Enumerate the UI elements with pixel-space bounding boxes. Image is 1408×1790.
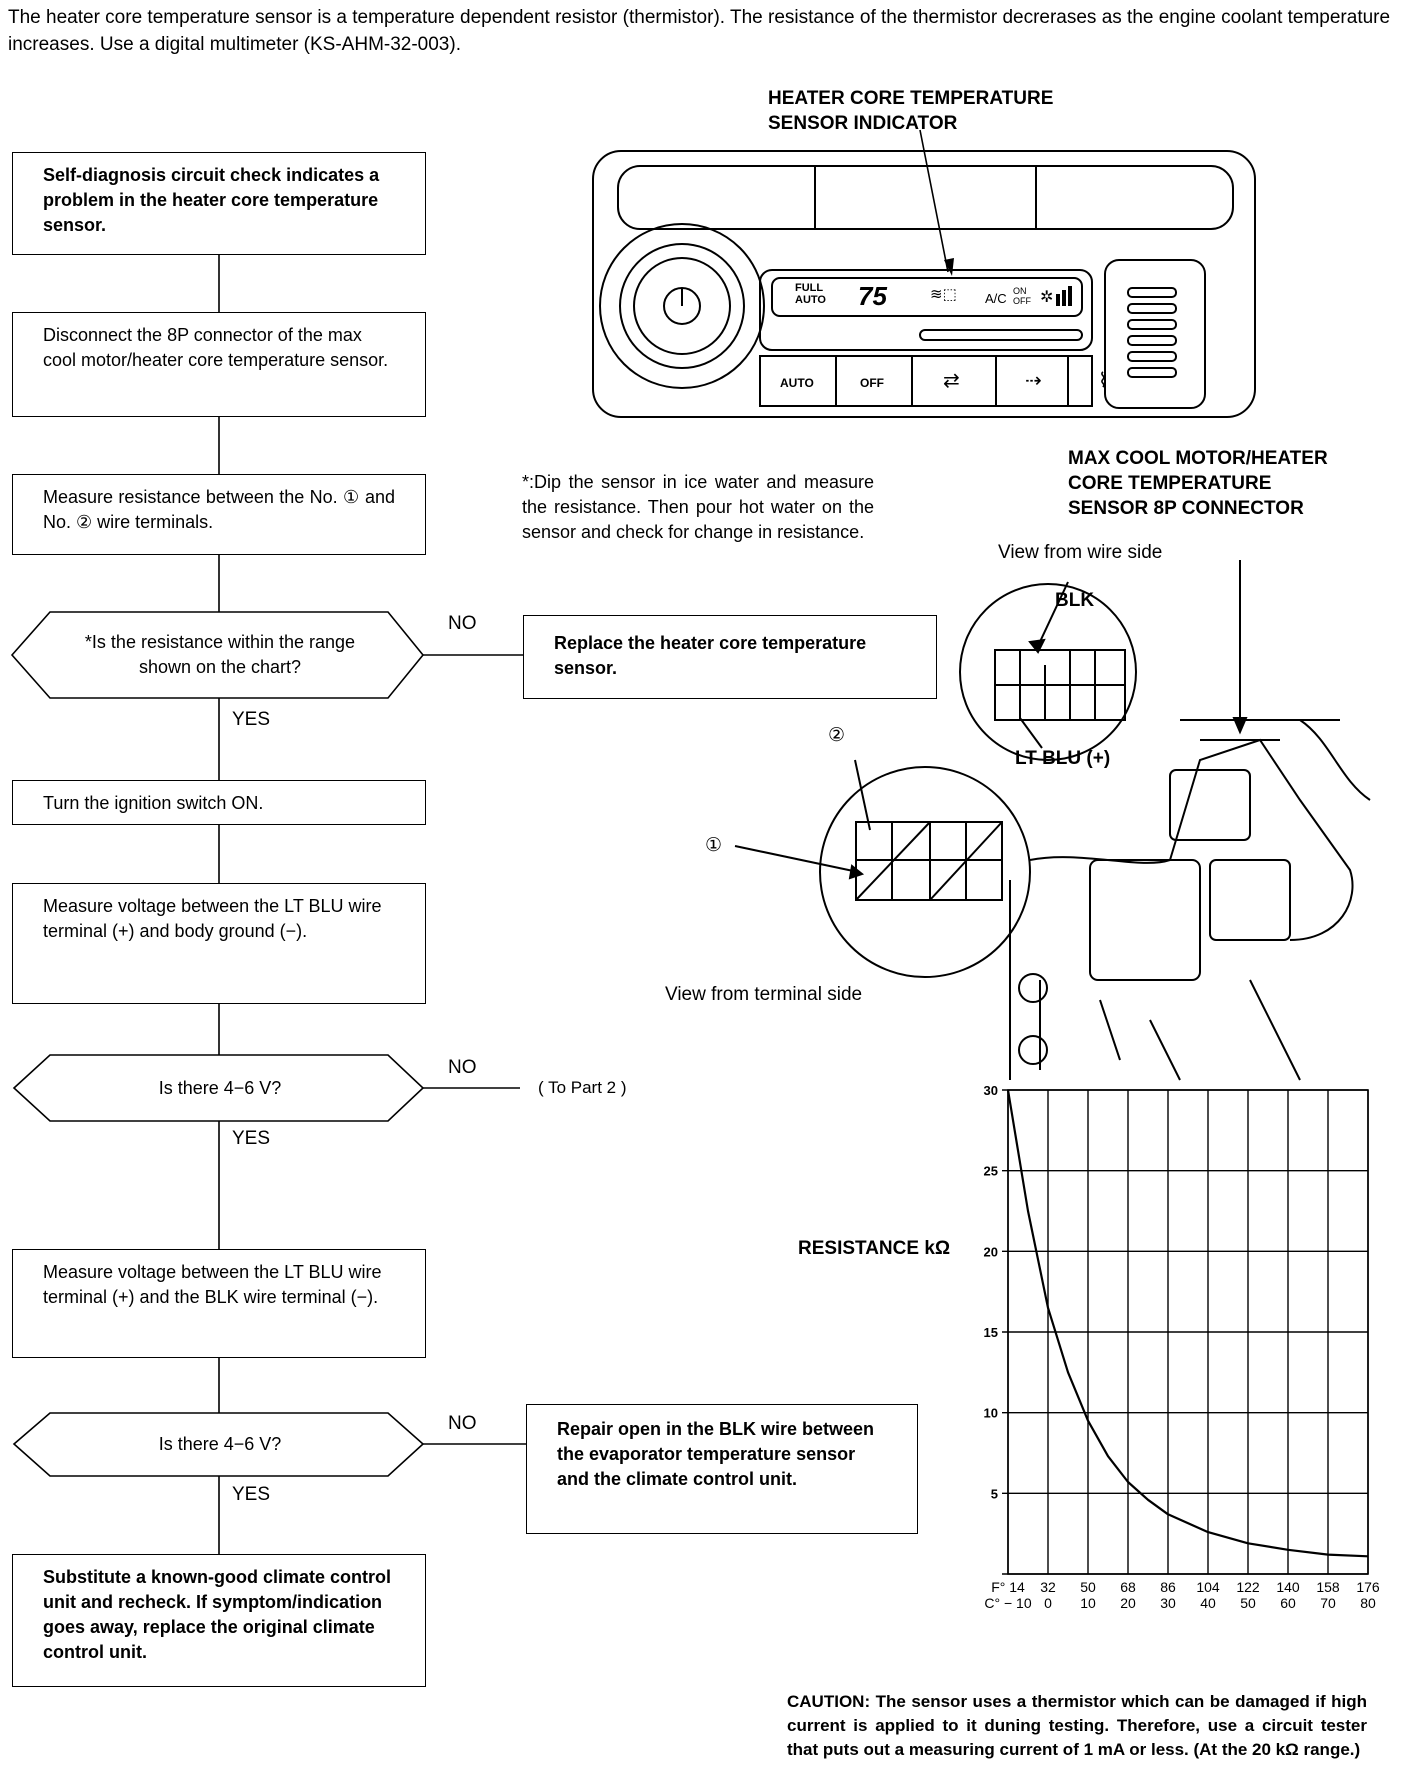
x-tick-label-f: F° 14: [991, 1579, 1025, 1595]
decision-resistance: *Is the resistance within the range show…: [84, 632, 356, 677]
x-tick-label-f: 140: [1276, 1579, 1300, 1595]
no-label-3: NO: [448, 1413, 477, 1434]
no-label-1: NO: [448, 613, 477, 634]
step-substitute-unit: Substitute a known-good climate control …: [12, 1554, 426, 1687]
y-tick-label: 25: [984, 1164, 998, 1179]
x-tick-label-c: 70: [1320, 1595, 1336, 1611]
x-tick-label-c: 50: [1240, 1595, 1256, 1611]
x-tick-label-c: 80: [1360, 1595, 1376, 1611]
caution-text: CAUTION: The sensor uses a thermistor wh…: [787, 1692, 1367, 1759]
y-tick-label: 10: [984, 1406, 998, 1421]
y-tick-label: 5: [991, 1486, 998, 1501]
heater-indicator-icon: ≋⬚: [930, 286, 957, 303]
x-tick-label-c: 60: [1280, 1595, 1296, 1611]
chart-ylabel: RESISTANCE kΩ: [798, 1238, 951, 1259]
indicator-title: HEATER CORE TEMPERATURE SENSOR INDICATOR: [768, 88, 1054, 134]
x-tick-label-f: 86: [1160, 1579, 1176, 1595]
yes-label-3: YES: [232, 1484, 271, 1505]
y-tick-label: 30: [984, 1083, 998, 1098]
x-tick-label-f: 32: [1040, 1579, 1056, 1595]
result-replace-sensor: Replace the heater core temperature sens…: [523, 615, 937, 699]
resistance-chart: 30 25 20 15 10 5 F° 14 32 50 68 86 104 122 140 158 176C…: [984, 1083, 1380, 1611]
x-tick-label-f: 122: [1236, 1579, 1260, 1595]
no-label-2: NO: [448, 1057, 477, 1078]
view-wire-side-label: View from wire side: [998, 542, 1163, 563]
x-tick-label-c: 0: [1044, 1595, 1052, 1611]
x-tick-label-f: 158: [1316, 1579, 1340, 1595]
result-to-part-2: ( To Part 2 ): [538, 1078, 627, 1097]
decision-voltage-1: Is there 4−6 V?: [158, 1078, 282, 1098]
decision-voltage-2: Is there 4−6 V?: [158, 1434, 282, 1454]
note-ice-water: *:Dip the sensor in ice water and measur…: [522, 472, 874, 542]
ac-label: A/C: [985, 291, 1007, 306]
result-repair-blk-wire: Repair open in the BLK wire between the …: [526, 1404, 918, 1534]
yes-label-1: YES: [232, 709, 271, 730]
auto-button[interactable]: AUTO: [780, 376, 814, 390]
y-tick-label: 15: [984, 1325, 998, 1340]
terminal-1-label: ①: [705, 835, 723, 856]
mode-vent-icon[interactable]: ⇄: [943, 370, 960, 392]
yes-label-2: YES: [232, 1128, 271, 1149]
x-tick-label-c: 40: [1200, 1595, 1216, 1611]
fan-icon: ✲: [1040, 289, 1054, 306]
resistance-curve: [1006, 1089, 1369, 1558]
step-measure-resistance: Measure resistance between the No. ① and…: [12, 474, 426, 555]
view-terminal-side-label: View from terminal side: [665, 984, 863, 1005]
step-ignition-on: Turn the ignition switch ON.: [12, 780, 426, 825]
x-tick-label-f: 68: [1120, 1579, 1136, 1595]
blk-label: BLK: [1055, 590, 1095, 611]
step-self-diagnosis: Self-diagnosis circuit check indicates a…: [12, 152, 426, 255]
mode-floor-icon[interactable]: ⇢: [1025, 370, 1042, 392]
x-tick-label-f: 104: [1196, 1579, 1220, 1595]
ltblu-label: LT BLU (+): [1015, 748, 1111, 769]
step-disconnect-connector: Disconnect the 8P connector of the max c…: [12, 312, 426, 417]
x-tick-label-c: 30: [1160, 1595, 1176, 1611]
intro-text: The heater core temperature sensor is a …: [8, 7, 1391, 55]
y-tick-label: 20: [984, 1244, 998, 1259]
temperature-readout: 75: [858, 281, 887, 311]
x-tick-label-f: 50: [1080, 1579, 1096, 1595]
x-tick-label-c: 20: [1120, 1595, 1136, 1611]
connector-title: MAX COOL MOTOR/HEATER CORE TEMPERATURE S…: [1068, 448, 1328, 519]
defrost-icon[interactable]: ⌇: [1098, 370, 1108, 392]
x-tick-label-c: 10: [1080, 1595, 1096, 1611]
terminal-2-label: ②: [828, 725, 846, 746]
climate-control-panel: [592, 150, 1256, 418]
x-tick-label-c: C° − 10: [984, 1595, 1031, 1611]
off-button[interactable]: OFF: [860, 376, 884, 390]
step-measure-voltage-body: Measure voltage between the LT BLU wire …: [12, 883, 426, 1004]
x-tick-label-f: 176: [1356, 1579, 1380, 1595]
step-measure-voltage-blk: Measure voltage between the LT BLU wire …: [12, 1249, 426, 1358]
